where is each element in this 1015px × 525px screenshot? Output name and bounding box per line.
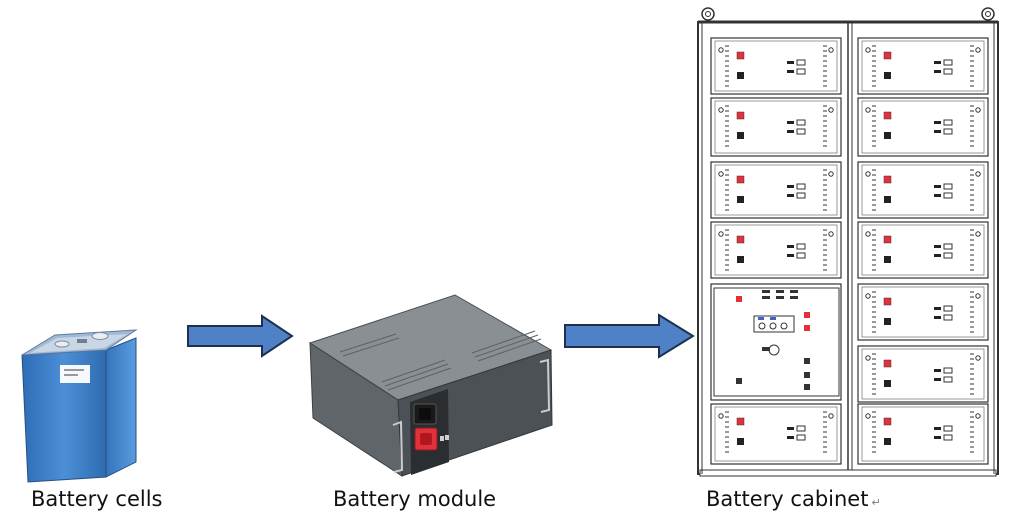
cabinet-control-slot: [710, 283, 842, 401]
label-battery-cabinet: Battery cabinet↵: [706, 487, 881, 511]
battery-cell-image: [21, 329, 138, 483]
label-battery-cabinet-text: Battery cabinet: [706, 487, 869, 511]
arrow-cells-to-module: [187, 314, 294, 358]
battery-module-image: [308, 294, 553, 477]
arrow-module-to-cabinet: [564, 313, 695, 359]
cabinet-module-right-4: [857, 221, 989, 279]
return-mark-icon: ↵: [871, 496, 881, 509]
control-unit: [713, 287, 840, 397]
cabinet-module-left-4: [710, 221, 842, 279]
cabinet-module-right-2: [857, 97, 989, 157]
cabinet-module-left-1: [710, 37, 842, 95]
cabinet-module-left-5: [710, 403, 842, 465]
cabinet-module-left-3: [710, 161, 842, 219]
cabinet-module-left-2: [710, 97, 842, 157]
label-battery-module: Battery module: [333, 487, 497, 511]
cabinet-module-right-1: [857, 37, 989, 95]
cabinet-module-right-3: [857, 161, 989, 219]
cabinet-module-right-7: [857, 403, 989, 465]
label-battery-cells: Battery cells: [31, 487, 163, 511]
cabinet-module-right-6: [857, 345, 989, 403]
battery-cabinet-image: [697, 7, 999, 477]
cabinet-module-right-5: [857, 283, 989, 341]
